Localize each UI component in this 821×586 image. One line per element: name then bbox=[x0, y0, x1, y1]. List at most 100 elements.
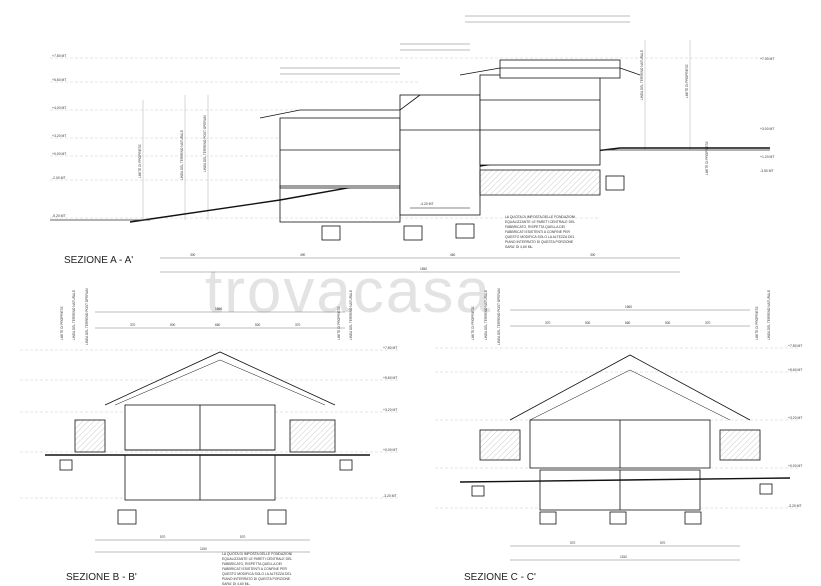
dimension-total: 1560 bbox=[215, 307, 222, 311]
section-c: +7.80 MT +5.60 MT +3.20 MT +0.00 MT -3.2… bbox=[435, 288, 802, 583]
vertical-label: LINEA DEL TERRENO POST OPERAM bbox=[497, 288, 501, 345]
dimension-value: 570 bbox=[570, 541, 576, 545]
note-line: FABBRICATI ESISTENTI A CONFINE PER bbox=[222, 567, 287, 571]
dimension-value: 570 bbox=[660, 541, 666, 545]
level-label: +0.00 MT bbox=[788, 464, 802, 468]
section-b-bottom-dims: 570 570 1150 bbox=[95, 535, 310, 553]
dimension-value: 570 bbox=[160, 535, 166, 539]
level-label: -3.50 MT bbox=[760, 169, 774, 173]
dimension-value: 570 bbox=[240, 535, 246, 539]
section-b-title: SEZIONE B - B' bbox=[66, 572, 137, 583]
section-a-vertical-labels: LIMITE DI PROPRIETA' LINEA DEL TERRENO N… bbox=[138, 40, 709, 220]
vertical-label: LINEA DEL TERRENO NATURALE bbox=[349, 290, 353, 340]
section-a-bottom-dims: 300 490 460 300 1550 bbox=[160, 253, 680, 273]
note-line: EQUALIZZANTE LE PARETI CENTRALE DEL bbox=[505, 220, 575, 224]
vertical-label: LIMITE DI PROPRIETA' bbox=[337, 306, 341, 340]
section-a-levels bbox=[50, 57, 770, 219]
section-b-top-dims: 1560 370 500 660 500 370 bbox=[95, 307, 345, 329]
dimension-value: 660 bbox=[215, 323, 221, 327]
vertical-label: LIMITE DI PROPRIETA' bbox=[685, 64, 689, 98]
dimension-value: 500 bbox=[255, 323, 261, 327]
level-label: -2.00 MT bbox=[52, 176, 66, 180]
level-label: +4.00 MT bbox=[52, 106, 66, 110]
note-line: PIANO INTERRATO DI QUESTA PORZIONE bbox=[222, 577, 291, 581]
level-label: -3.20 MT bbox=[788, 504, 802, 508]
vertical-label: LINEA DEL TERRENO NATURALE bbox=[180, 130, 184, 180]
section-c-building bbox=[479, 354, 761, 511]
dimension-value: 490 bbox=[300, 253, 306, 257]
section-a-title: SEZIONE A - A' bbox=[64, 255, 133, 266]
dimension-value: 500 bbox=[585, 321, 591, 325]
section-b-note: LA QUOTA DI IMPOSTA DELLE FONDAZIONI EQU… bbox=[222, 552, 292, 586]
level-label: -3.20 MT bbox=[383, 494, 397, 498]
vertical-label: LIMITE DI PROPRIETA' bbox=[138, 144, 142, 178]
note-line: LA QUOTA DI IMPOSTA DELLE FONDAZIONI bbox=[222, 552, 292, 556]
section-b: +7.80 MT +5.60 MT +3.20 MT +0.00 MT -3.2… bbox=[20, 288, 400, 586]
dimension-value: 500 bbox=[665, 321, 671, 325]
section-b-building bbox=[74, 351, 336, 501]
dimension-value: 460 bbox=[450, 253, 456, 257]
note-line: FABBRICATO, RISPETTA QUELLA DEI bbox=[222, 562, 282, 566]
level-label: +3.00 MT bbox=[760, 127, 774, 131]
section-c-bottom-dims: 570 570 1150 bbox=[510, 541, 740, 561]
level-label: +1.20 MT bbox=[760, 155, 774, 159]
level-label: +0.00 MT bbox=[383, 448, 397, 452]
dimension-value: 300 bbox=[590, 253, 596, 257]
level-label: +7.00 MT bbox=[760, 57, 774, 61]
dimension-total: 1560 bbox=[625, 305, 632, 309]
vertical-label: LINEA DEL TERRENO NATURALE bbox=[484, 290, 488, 340]
note-line: FABBRICATI ESISTENTI A CONFINE PER bbox=[505, 230, 570, 234]
dimension-total: 1150 bbox=[620, 555, 627, 559]
note-line: SARA' DI 4,60 ML. bbox=[505, 245, 533, 249]
watermark: trovacasa bbox=[205, 257, 492, 326]
section-b-level-labels: +7.80 MT +5.60 MT +3.20 MT +0.00 MT -3.2… bbox=[383, 346, 397, 498]
vertical-label: LINEA DEL TERRENO NATURALE bbox=[767, 290, 771, 340]
section-a-level-labels: +7.80 MT +5.60 MT +4.00 MT +3.20 MT +0.0… bbox=[52, 54, 66, 218]
dimension-value: 370 bbox=[545, 321, 551, 325]
level-label: +5.60 MT bbox=[788, 368, 802, 372]
vertical-label: LINEA DEL TERRENO NATURALE bbox=[640, 50, 644, 100]
dimension-total: 1150 bbox=[200, 547, 207, 551]
dimension-value: 370 bbox=[130, 323, 136, 327]
note-line: QUESTO MODIFICA SOLO LA ALTEZZA DEL bbox=[505, 235, 575, 239]
section-c-top-dims: 1560 370 500 660 500 370 bbox=[510, 305, 750, 327]
section-c-level-labels: +7.80 MT +5.60 MT +3.20 MT +0.00 MT -3.2… bbox=[788, 344, 802, 508]
section-a: +7.80 MT +5.60 MT +4.00 MT +3.20 MT +0.0… bbox=[50, 15, 774, 273]
section-c-ground-line bbox=[459, 477, 791, 483]
level-label: +7.80 MT bbox=[788, 344, 802, 348]
section-a-right-level-labels: +7.00 MT +3.00 MT +1.20 MT -3.50 MT bbox=[760, 57, 774, 173]
dimension-value: 300 bbox=[190, 253, 196, 257]
note-line: FABBRICATO, RISPETTA QUELLA DEI bbox=[505, 225, 565, 229]
section-a-note: LA QUOTA DI IMPOSTA DELLE FONDAZIONI EQU… bbox=[505, 215, 575, 249]
level-label: +5.60 MT bbox=[52, 78, 66, 82]
dimension-total: 1550 bbox=[420, 267, 427, 271]
vertical-label: LINEA DEL TERRENO NATURALE bbox=[72, 290, 76, 340]
vertical-label: LIMITE DI PROPRIETA' bbox=[471, 306, 475, 340]
section-a-building bbox=[259, 59, 641, 223]
level-label: +3.20 MT bbox=[383, 408, 397, 412]
level-label: +0.00 MT bbox=[52, 152, 66, 156]
level-label: +7.80 MT bbox=[383, 346, 397, 350]
dimension-value: 370 bbox=[705, 321, 711, 325]
section-a-top-dims bbox=[280, 15, 630, 75]
level-label: +3.20 MT bbox=[788, 416, 802, 420]
section-a-foundations bbox=[321, 175, 625, 241]
vertical-label: LINEA DEL TERRENO POST OPERAM bbox=[85, 288, 89, 345]
vertical-label: LIMITE DI PROPRIETA' bbox=[755, 306, 759, 340]
level-label: +7.80 MT bbox=[52, 54, 66, 58]
vertical-label: LIMITE DI PROPRIETA' bbox=[705, 141, 709, 175]
section-c-title: SEZIONE C - C' bbox=[464, 572, 536, 583]
note-line: QUESTO MODIFICA SOLO LA ALTEZZA DEL bbox=[222, 572, 292, 576]
note-line: EQUALIZZANTE LE PARETI CENTRALE DEL bbox=[222, 557, 292, 561]
note-line: PIANO INTERRATO DI QUESTA PORZIONE bbox=[505, 240, 574, 244]
slab-level-label: -4.20 MT bbox=[420, 202, 434, 206]
level-label: +5.60 MT bbox=[383, 376, 397, 380]
section-b-vertical-labels: LIMITE DI PROPRIETA' LINEA DEL TERRENO N… bbox=[60, 288, 353, 345]
section-c-foundations bbox=[471, 483, 773, 525]
dimension-value: 660 bbox=[625, 321, 631, 325]
vertical-label: LINEA DEL TERRENO POST OPERAM bbox=[203, 115, 207, 172]
level-label: -5.20 MT bbox=[52, 214, 66, 218]
vertical-label: LIMITE DI PROPRIETA' bbox=[60, 306, 64, 340]
level-label: +3.20 MT bbox=[52, 134, 66, 138]
